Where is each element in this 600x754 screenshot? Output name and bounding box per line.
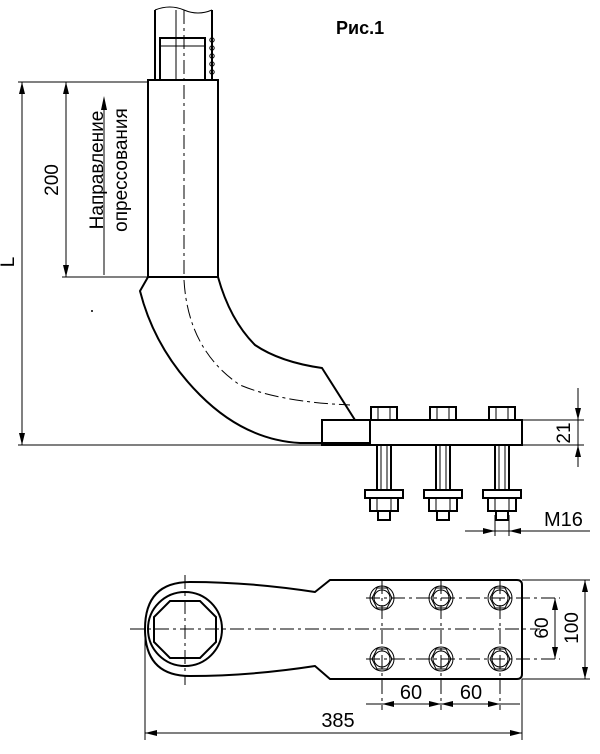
press-direction: Направление опрессования <box>87 96 132 312</box>
plan-view <box>130 575 560 710</box>
dim-hole-vertical-label: 60 <box>532 617 553 638</box>
dim-width: 100 <box>522 579 590 680</box>
dim-bolt-size-label: M16 <box>544 509 583 531</box>
dim-overall-length: 385 <box>144 629 523 740</box>
bolt-side-1 <box>364 406 404 521</box>
conductor-strands <box>209 37 215 75</box>
dim-press-length-label: 200 <box>42 164 63 196</box>
barrel <box>147 79 219 278</box>
dim-hole-spacing-2-label: 60 <box>460 682 482 704</box>
dim-overall-length-label: 385 <box>321 710 354 732</box>
dim-bolt-size: M16 <box>465 509 590 536</box>
dim-press-length: 200 <box>42 82 148 278</box>
dim-width-label: 100 <box>562 612 583 644</box>
contact-pad <box>321 419 523 446</box>
bolt-side-2 <box>423 406 463 521</box>
dim-pad-thickness-label: 21 <box>554 422 575 443</box>
dim-hole-horizontal: 60 60 <box>366 682 520 707</box>
press-direction-label-2: опрессования <box>111 108 132 232</box>
figure-title: Рис.1 <box>336 18 384 38</box>
dim-hole-spacing-1-label: 60 <box>400 682 422 704</box>
dim-length-label: L <box>0 257 19 268</box>
bent-body <box>138 276 371 444</box>
conductor <box>154 6 215 81</box>
press-direction-label-1: Направление <box>87 111 108 230</box>
side-view <box>138 6 523 446</box>
dim-length: L <box>0 81 322 446</box>
dim-pad-thickness: 21 <box>522 388 584 467</box>
dim-hole-vertical: 60 <box>532 598 558 659</box>
bolts-side <box>364 406 522 521</box>
bolt-side-3 <box>482 406 522 521</box>
